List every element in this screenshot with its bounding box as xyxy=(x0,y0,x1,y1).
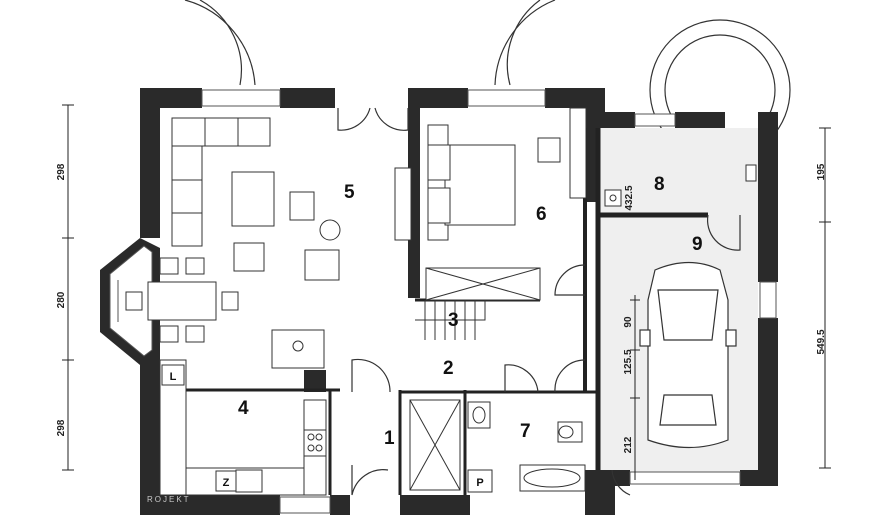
dimension-lines-right xyxy=(819,127,831,469)
stove-fireplace xyxy=(271,329,325,369)
kitchen-counters xyxy=(159,359,327,496)
car-icon xyxy=(639,261,737,449)
dim-garage-90: 90 xyxy=(623,316,634,328)
dim-left-top: 298 xyxy=(56,163,67,180)
living-furniture xyxy=(171,117,412,281)
windows xyxy=(201,89,777,514)
room-label-9: 9 xyxy=(692,234,703,255)
dim-garage-212: 212 xyxy=(623,436,634,453)
room-label-8: 8 xyxy=(654,174,665,195)
bedroom-furniture xyxy=(425,107,587,301)
dimension-lines-garage xyxy=(630,295,640,480)
garage-fixtures xyxy=(604,164,757,207)
room-label-6: 6 xyxy=(536,204,547,225)
dim-right-top: 195 xyxy=(816,163,827,180)
kitchen-label-z-box xyxy=(215,470,237,492)
dim-right-bottom: 549.5 xyxy=(816,329,827,354)
room-label-7: 7 xyxy=(520,421,531,442)
interior-walls xyxy=(160,128,708,495)
dining-set xyxy=(125,257,239,343)
room-label-1: 1 xyxy=(384,428,395,449)
toilet-label-p: P xyxy=(476,477,483,489)
room-label-4: 4 xyxy=(238,398,249,419)
room-label-5: 5 xyxy=(344,182,355,203)
stairs xyxy=(415,300,486,340)
dimension-lines-left xyxy=(62,104,74,471)
walls xyxy=(140,88,778,515)
room-label-2: 2 xyxy=(443,358,454,379)
kitchen-label-l: L xyxy=(170,371,177,383)
dim-left-bottom: 298 xyxy=(56,419,67,436)
kitchen-label-l-box xyxy=(161,364,185,386)
dim-garage-432: 432.5 xyxy=(624,185,635,210)
doors xyxy=(337,107,741,496)
kitchen-label-z: Z xyxy=(223,477,230,489)
bath-fixtures xyxy=(409,399,586,493)
watermark: ROJEKT xyxy=(147,495,191,504)
dim-left-middle: 280 xyxy=(56,291,67,308)
room-label-3: 3 xyxy=(448,310,459,331)
dim-garage-125: 125.5 xyxy=(623,349,634,374)
